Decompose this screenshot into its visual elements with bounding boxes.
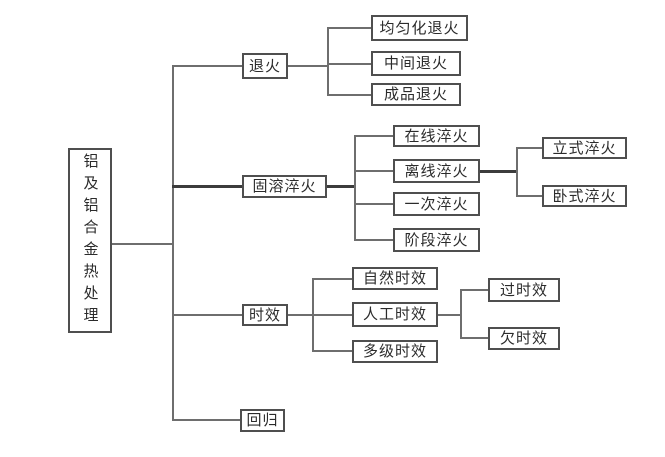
- node-annealing: 退火: [242, 53, 288, 79]
- node-offline-quenching-label: 离线淬火: [404, 161, 469, 180]
- node-artificial-aging: 人工时效: [352, 302, 438, 327]
- over-aging-stub-line: [460, 289, 488, 291]
- node-homogenization-annealing: 均匀化退火: [371, 15, 468, 41]
- node-online-quenching: 在线淬火: [393, 125, 480, 147]
- horizontal-quench-stub-line: [516, 195, 542, 197]
- node-under-aging: 欠时效: [488, 327, 560, 350]
- node-annealing-label: 退火: [248, 56, 281, 75]
- annealing-branch-line: [172, 65, 242, 67]
- annealing-children-connector: [327, 27, 329, 96]
- homogenization-stub-line: [327, 27, 371, 29]
- node-under-aging-label: 欠时效: [499, 329, 548, 347]
- vertical-quench-stub-line: [516, 147, 542, 149]
- artificial-out-line: [438, 314, 462, 316]
- stage-quench-stub-line: [354, 239, 393, 241]
- artificial-aging-stub-line: [312, 314, 352, 316]
- node-intermediate-annealing-label: 中间退火: [383, 54, 448, 72]
- node-primary-quenching: 一次淬火: [393, 192, 480, 216]
- annealing-out-line: [288, 65, 328, 67]
- node-natural-aging: 自然时效: [352, 267, 438, 290]
- trunk-line: [172, 65, 174, 421]
- node-offline-quenching: 离线淬火: [393, 159, 480, 183]
- solution-quench-branch-line: [172, 185, 242, 188]
- natural-aging-stub-line: [312, 278, 352, 280]
- node-online-quenching-label: 在线淬火: [404, 126, 469, 145]
- node-solution-quenching-label: 固溶淬火: [252, 177, 317, 195]
- node-intermediate-annealing: 中间退火: [371, 51, 461, 76]
- node-vertical-quenching: 立式淬火: [542, 137, 627, 159]
- node-primary-quenching-label: 一次淬火: [404, 194, 469, 213]
- node-vertical-quenching-label: 立式淬火: [552, 138, 617, 157]
- root-connector-line: [112, 243, 172, 245]
- node-stage-quenching: 阶段淬火: [393, 228, 480, 252]
- node-natural-aging-label: 自然时效: [362, 269, 427, 287]
- node-root: 铝及铝合金热处理: [68, 148, 112, 333]
- node-over-aging: 过时效: [488, 278, 560, 302]
- node-solution-quenching: 固溶淬火: [242, 175, 327, 198]
- offline-children-connector: [516, 147, 518, 197]
- node-root-label: 铝及铝合金热处理: [81, 152, 100, 329]
- offline-out-line: [480, 170, 518, 173]
- solution-children-connector: [354, 135, 356, 241]
- node-aging: 时效: [242, 304, 288, 326]
- node-homogenization-annealing-label: 均匀化退火: [379, 18, 460, 37]
- node-reversion: 回归: [240, 409, 285, 432]
- node-final-annealing: 成品退火: [371, 83, 461, 106]
- node-horizontal-quenching-label: 卧式淬火: [552, 186, 617, 205]
- node-stage-quenching-label: 阶段淬火: [404, 230, 469, 249]
- final-annealing-stub-line: [327, 94, 371, 96]
- intermediate-stub-line: [327, 63, 371, 65]
- online-quench-stub-line: [354, 135, 393, 137]
- offline-quench-stub-line: [354, 170, 393, 172]
- node-aging-label: 时效: [248, 305, 281, 324]
- node-over-aging-label: 过时效: [499, 280, 548, 299]
- solution-out-line: [327, 185, 355, 188]
- reversion-branch-line: [172, 419, 240, 421]
- primary-quench-stub-line: [354, 203, 393, 205]
- node-horizontal-quenching: 卧式淬火: [542, 185, 627, 207]
- node-reversion-label: 回归: [246, 411, 279, 429]
- aging-branch-line: [172, 314, 242, 316]
- aging-out-line: [288, 314, 313, 316]
- multistage-aging-stub-line: [312, 350, 352, 352]
- node-final-annealing-label: 成品退火: [383, 85, 448, 103]
- under-aging-stub-line: [460, 337, 488, 339]
- node-artificial-aging-label: 人工时效: [362, 305, 427, 323]
- node-multistage-aging: 多级时效: [352, 340, 438, 363]
- node-multistage-aging-label: 多级时效: [362, 342, 427, 360]
- artificial-children-connector: [460, 289, 462, 339]
